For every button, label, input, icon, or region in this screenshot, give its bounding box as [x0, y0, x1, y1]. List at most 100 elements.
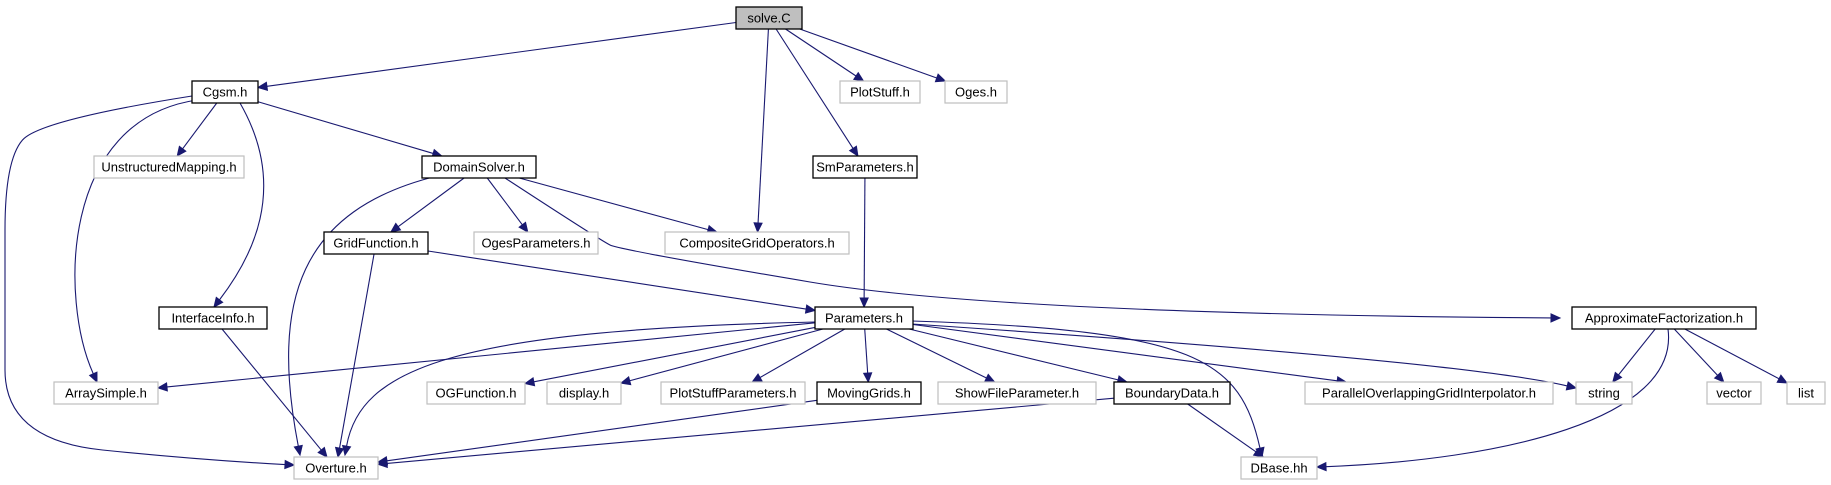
edge-arrowhead [523, 377, 536, 387]
node-box [839, 80, 921, 104]
node-box [323, 231, 429, 255]
edge-BoundaryData_h-to-DBase_hh [1187, 403, 1257, 453]
edge-Cgsm_h-to-UnstructuredMapping_h [182, 102, 218, 150]
node-boundarydata-h[interactable]: BoundaryData.h [1113, 381, 1231, 405]
edge-Parameters_h-to-BoundaryData_h [909, 328, 1119, 381]
node-solve-c[interactable]: solve.C [735, 6, 803, 30]
node-box [1571, 306, 1757, 330]
node-ogesparameters-h: OgesParameters.h [473, 231, 599, 255]
edge-Parameters_h-to-ParallelOverlappingGridInterpolator_h [912, 323, 1338, 382]
edge-solve_C-to-Cgsm_h [266, 21, 737, 87]
edge-SmParameters_h-to-Parameters_h [863, 177, 866, 299]
node-box [158, 306, 268, 330]
node-approximatefactorization-h[interactable]: ApproximateFactorization.h [1571, 306, 1757, 330]
node-label: PlotStuff.h [850, 84, 910, 99]
node-label: list [1798, 385, 1814, 400]
edge-Parameters_h-to-ShowFileParameter_h [886, 328, 987, 379]
edge-MovingGrids_h-to-Overture_h [386, 399, 818, 462]
node-showfileparameter-h: ShowFileParameter.h [937, 381, 1097, 405]
edge-arrowhead [619, 376, 632, 386]
edge-Parameters_h-to-string [911, 323, 1568, 387]
node-plotstuff-h: PlotStuff.h [839, 80, 921, 104]
node-gridfunction-h[interactable]: GridFunction.h [323, 231, 429, 255]
node-label: DBase.hh [1250, 460, 1307, 475]
edge-arrowhead [389, 222, 402, 233]
edge-DomainSolver_h-to-GridFunction_h [397, 177, 465, 228]
node-box [814, 306, 914, 330]
edge-Parameters_h-to-Overture_h [346, 321, 816, 447]
node-compositegridoperators-h: CompositeGridOperators.h [664, 231, 850, 255]
node-smparameters-h[interactable]: SmParameters.h [812, 155, 918, 179]
node-ogfunction-h: OGFunction.h [426, 381, 526, 405]
edge-DomainSolver_h-to-ApproximateFactorization_h [504, 177, 1552, 319]
node-plotstuffparameters-h: PlotStuffParameters.h [660, 381, 806, 405]
edge-arrowhead [852, 71, 865, 82]
node-parameters-h[interactable]: Parameters.h [814, 306, 914, 330]
node-label: string [1588, 385, 1620, 400]
node-domainsolver-h[interactable]: DomainSolver.h [421, 155, 537, 179]
edge-arrowhead [983, 373, 996, 383]
edge-DomainSolver_h-to-CompositeGridOperators_h [519, 177, 709, 231]
edge-arrowhead [1612, 371, 1623, 383]
node-label: UnstructuredMapping.h [101, 159, 236, 174]
node-box [735, 6, 803, 30]
node-box [1240, 456, 1318, 480]
node-dbase-hh: DBase.hh [1240, 456, 1318, 480]
node-label: OgesParameters.h [481, 235, 590, 250]
edge-ApproximateFactorization_h-to-DBase_hh [1325, 328, 1670, 468]
node-box [1706, 381, 1762, 405]
node-box [1575, 381, 1633, 405]
node-string: string [1575, 381, 1633, 405]
edge-BoundaryData_h-to-Overture_h [386, 397, 1115, 464]
edge-arrowhead [753, 222, 763, 234]
edge-solve_C-to-CompositeGridOperators_h [757, 28, 769, 224]
node-interfaceinfo-h[interactable]: InterfaceInfo.h [158, 306, 268, 330]
edge-arrowhead [317, 446, 328, 458]
edge-DomainSolver_h-to-Overture_h [288, 175, 438, 447]
edge-arrowhead [213, 296, 224, 308]
node-box [293, 456, 379, 480]
node-label: SmParameters.h [816, 159, 914, 174]
edge-arrowhead [293, 444, 303, 457]
edge-arrowhead [848, 145, 859, 158]
node-label: DomainSolver.h [433, 159, 525, 174]
node-box [1304, 381, 1554, 405]
node-label: display.h [559, 385, 609, 400]
node-label: CompositeGridOperators.h [679, 235, 834, 250]
node-label: ParallelOverlappingGridInterpolator.h [1322, 385, 1536, 400]
edge-arrowhead [1776, 374, 1789, 384]
edge-arrowhead [88, 371, 98, 384]
edge-ApproximateFactorization_h-to-list [1684, 328, 1780, 380]
edge-arrowhead [1252, 447, 1265, 458]
edge-arrowhead [156, 382, 168, 392]
edge-Parameters_h-to-PlotStuffParameters_h [759, 328, 846, 379]
node-unstructuredmapping-h: UnstructuredMapping.h [93, 155, 245, 179]
edge-solve_C-to-PlotStuff_h [785, 28, 857, 77]
node-box [546, 381, 622, 405]
node-label: InterfaceInfo.h [171, 310, 254, 325]
node-box [1113, 381, 1231, 405]
edge-arrowhead [256, 81, 269, 91]
node-box [944, 80, 1008, 104]
node-label: ApproximateFactorization.h [1585, 310, 1743, 325]
node-box [93, 155, 245, 179]
edge-arrowhead [518, 221, 529, 233]
edge-arrowhead [934, 73, 947, 83]
edge-arrowhead [862, 372, 873, 384]
node-box [816, 381, 922, 405]
node-cgsm-h[interactable]: Cgsm.h [191, 80, 259, 104]
node-vector: vector [1706, 381, 1762, 405]
edge-Parameters_h-to-OGFunction_h [533, 326, 816, 383]
edge-Parameters_h-to-display_h [629, 328, 824, 382]
node-box [1786, 381, 1826, 405]
node-overture-h: Overture.h [293, 456, 379, 480]
edge-solve_C-to-Oges_h [799, 28, 937, 79]
edge-Parameters_h-to-MovingGrids_h [864, 328, 869, 374]
edge-arrowhead [176, 145, 187, 157]
node-oges-h: Oges.h [944, 80, 1008, 104]
node-box [53, 381, 159, 405]
node-movinggrids-h[interactable]: MovingGrids.h [816, 381, 922, 405]
node-label: solve.C [747, 10, 790, 25]
node-label: Cgsm.h [203, 84, 248, 99]
